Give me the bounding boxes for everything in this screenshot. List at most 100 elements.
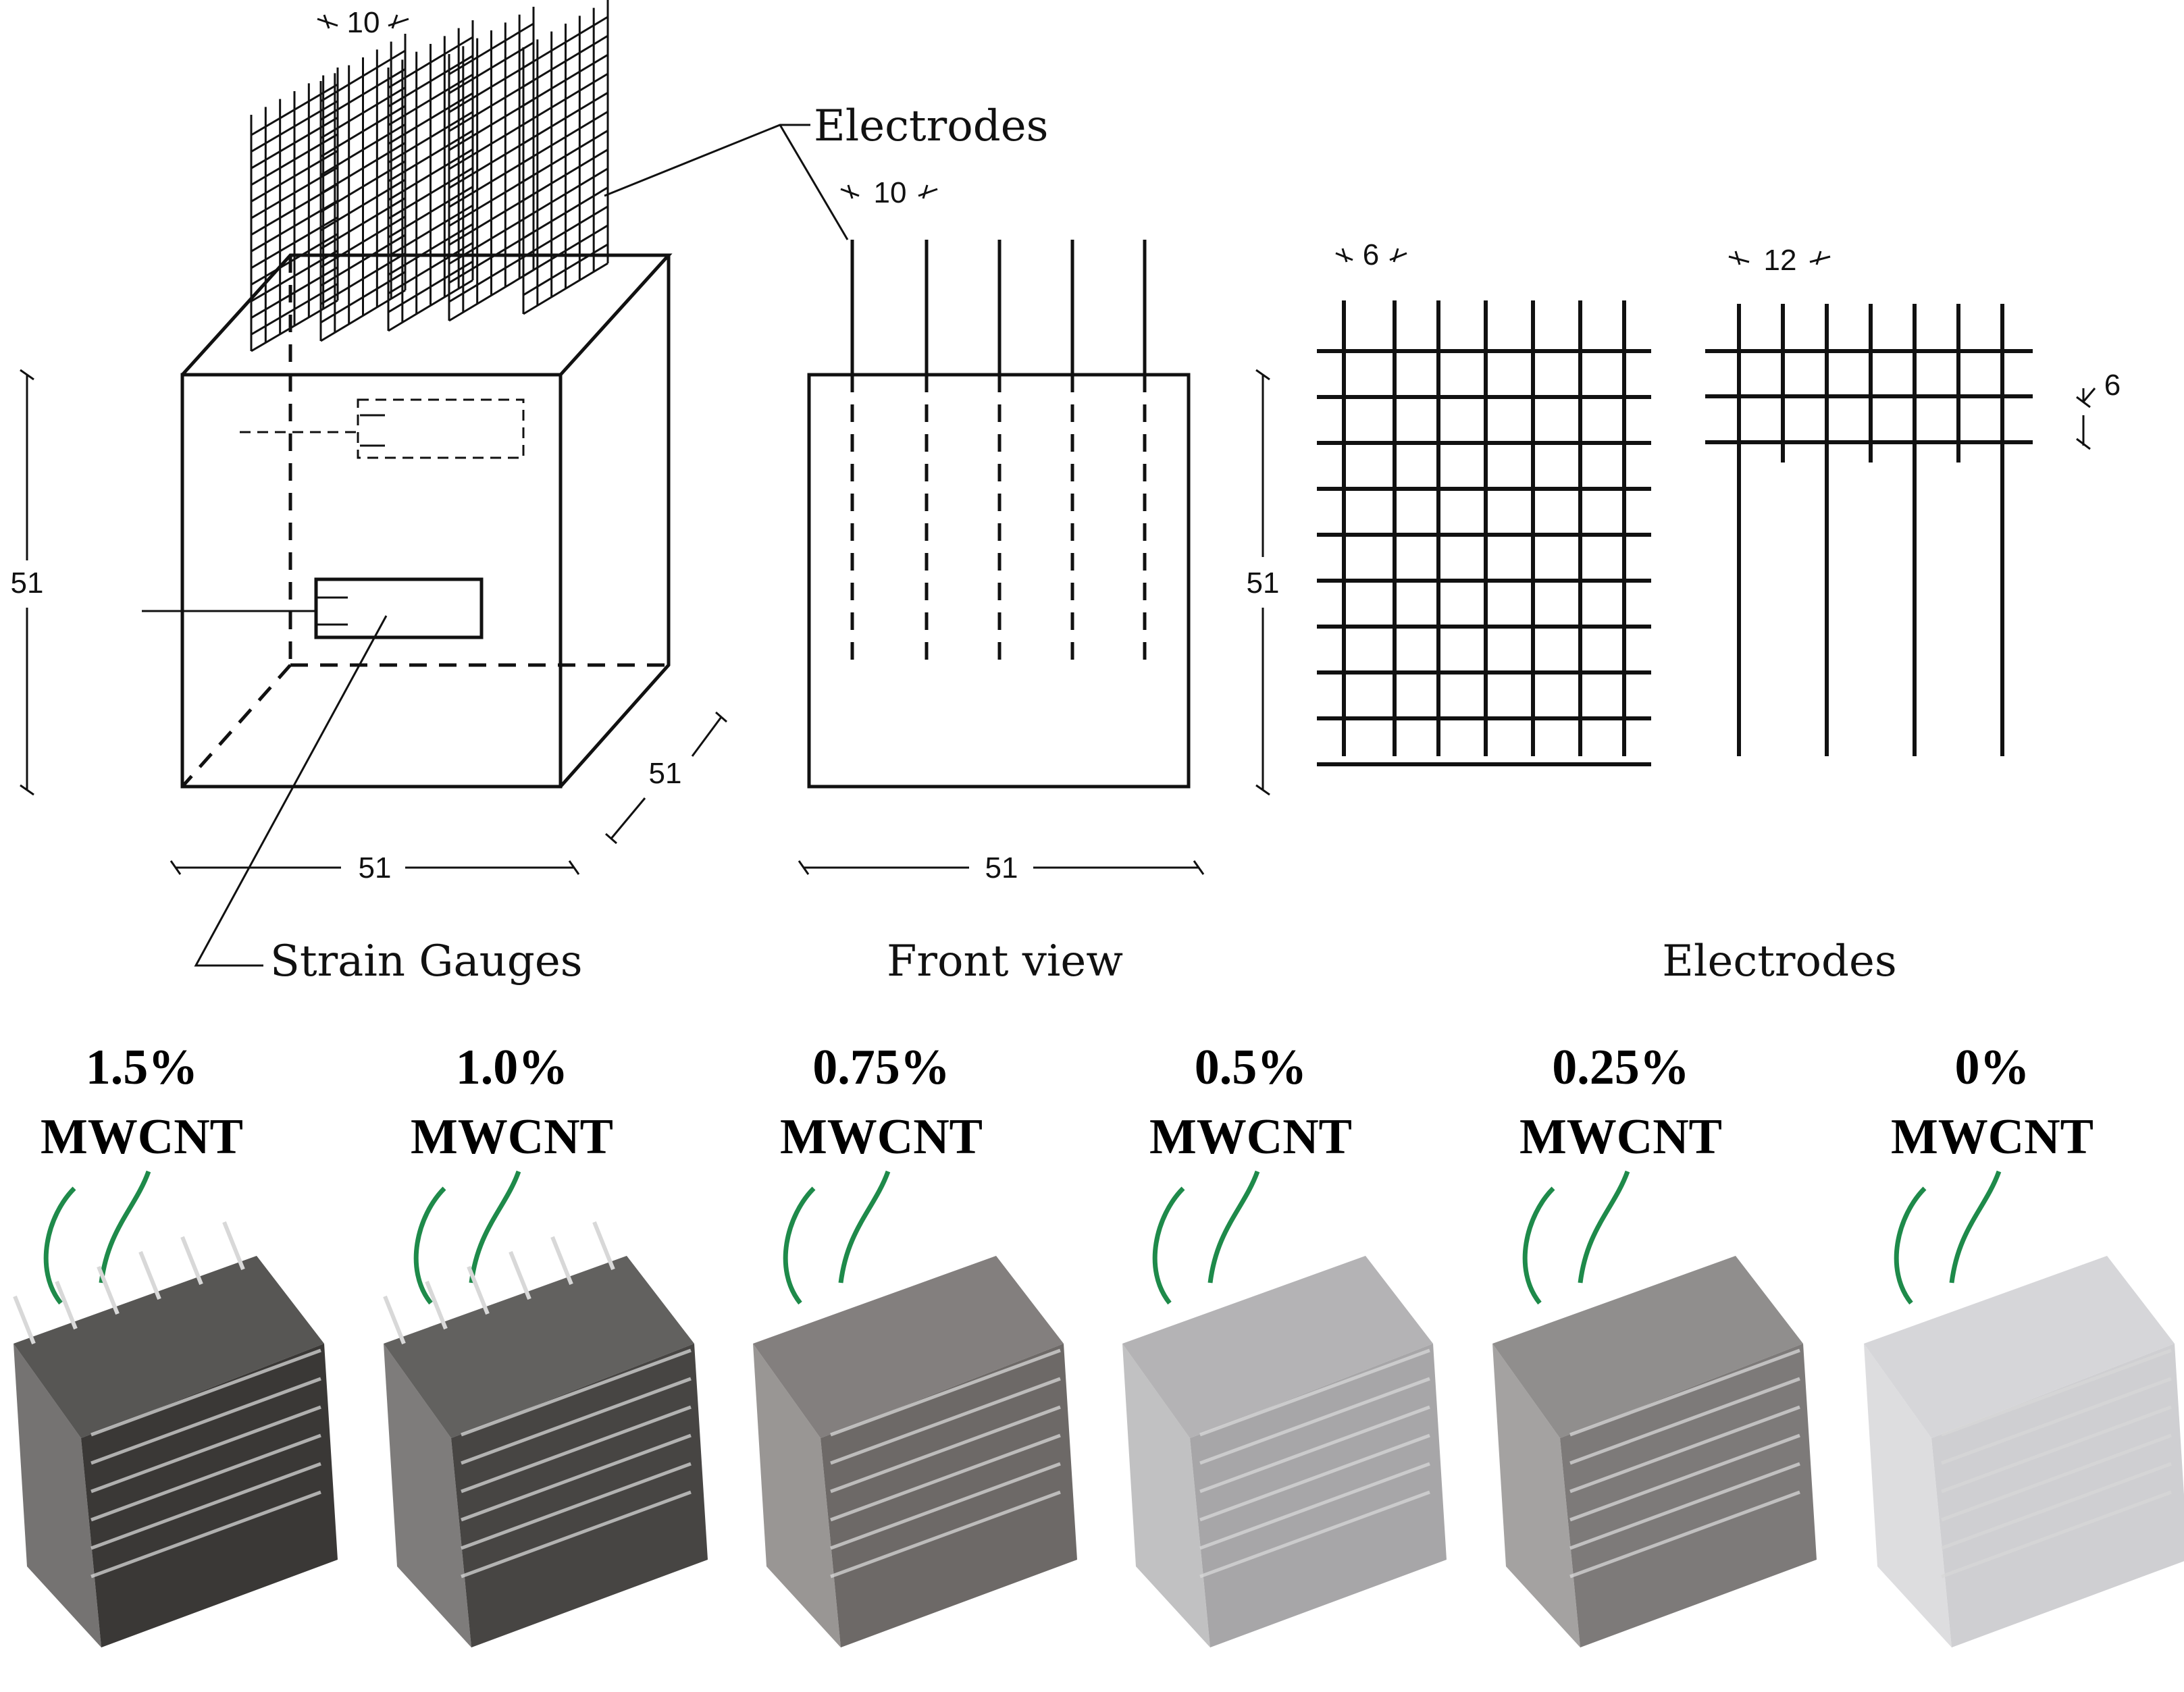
- cube-hidden-depth-edge: [181, 664, 292, 788]
- cube-front-face: [180, 373, 563, 789]
- specimen-photo: [1122, 1170, 1447, 1647]
- mesh-texture: [90, 1377, 321, 1465]
- strain-gauge-front: [314, 577, 484, 639]
- lead-wire: [1949, 1170, 2002, 1284]
- mesh-wire: [320, 49, 406, 103]
- mesh-wire: [251, 83, 338, 136]
- mesh-texture: [1199, 1462, 1430, 1550]
- mesh-texture: [1199, 1490, 1430, 1579]
- protruding-rod: [138, 1250, 161, 1300]
- mesh-wire: [388, 223, 473, 276]
- specimen-percent-label: 0.5%: [1195, 1040, 1307, 1095]
- protruding-rod: [467, 1265, 490, 1315]
- mesh-wire: [523, 149, 608, 201]
- mesh-wire: [388, 167, 473, 220]
- mesh-wire: [320, 123, 406, 176]
- mesh-wire: [320, 142, 406, 194]
- electrode-grid-6mm: [1317, 300, 1651, 766]
- dim-tick: [715, 711, 727, 723]
- protruding-rod: [55, 1280, 78, 1330]
- mesh-texture: [830, 1462, 1061, 1550]
- mesh-texture: [1569, 1348, 1800, 1437]
- mesh-texture: [90, 1462, 321, 1550]
- specimen-mwcnt-label: MWCNT: [780, 1109, 983, 1165]
- specimen-top-face: [1492, 1256, 1803, 1438]
- specimen-top-face: [14, 1256, 324, 1438]
- dim-arrow: [1809, 255, 1831, 263]
- mesh-wire: [388, 242, 473, 294]
- specimen-side-face: [81, 1344, 338, 1647]
- dim-cube-width: 51: [359, 851, 392, 884]
- dim-tick: [20, 369, 34, 381]
- protruding-rod: [425, 1280, 448, 1330]
- protruding-rod: [509, 1250, 531, 1300]
- dim-tick: [323, 14, 330, 29]
- mesh-texture: [1941, 1405, 2172, 1493]
- specimen-photo: [1492, 1170, 1817, 1647]
- specimen-top-face: [1864, 1256, 2175, 1438]
- mesh-wire: [251, 233, 338, 286]
- mesh-wire: [448, 41, 534, 95]
- dim-tick: [20, 784, 34, 796]
- mesh-texture: [461, 1462, 692, 1550]
- dim-grid-b-vertical-spacing: 6: [2104, 369, 2121, 402]
- mesh-wire: [523, 92, 608, 144]
- specimen-photo: [13, 1170, 338, 1647]
- mesh-texture: [1199, 1377, 1430, 1465]
- mesh-wire: [251, 166, 338, 219]
- mesh-wire: [523, 34, 608, 88]
- mesh-texture: [1941, 1462, 2172, 1550]
- specimen-mwcnt-label: MWCNT: [41, 1109, 243, 1165]
- mesh-texture: [1199, 1405, 1430, 1493]
- cube-right-face: [559, 255, 671, 788]
- strain-gauges-leader: [194, 615, 388, 967]
- dim-electrode-spacing-front: 10: [874, 176, 907, 209]
- mesh-wire: [523, 243, 608, 296]
- mesh-wire: [320, 68, 406, 121]
- dim-tick: [391, 14, 398, 29]
- front-view: 10 51 51 Front view: [798, 176, 1279, 986]
- mesh-texture: [1941, 1377, 2172, 1465]
- mesh-texture: [1941, 1490, 2172, 1579]
- protruding-rod: [180, 1236, 203, 1286]
- dim-arrow: [388, 18, 409, 27]
- specimen-labels: 1.5%MWCNT1.0%MWCNT0.75%MWCNT0.5%MWCNT0.2…: [41, 1040, 2094, 1165]
- dim-tick: [922, 184, 929, 199]
- dim-tick: [170, 860, 182, 875]
- mesh-texture: [830, 1405, 1061, 1493]
- mesh-wire: [523, 205, 608, 259]
- specimen-front-face: [1122, 1344, 1210, 1647]
- mesh-wire: [251, 249, 338, 302]
- mesh-texture: [90, 1490, 321, 1579]
- dim-grid-a-spacing: 6: [1363, 238, 1379, 271]
- mesh-texture: [461, 1405, 692, 1493]
- mesh-wire: [388, 74, 473, 126]
- specimen-mwcnt-label: MWCNT: [1149, 1109, 1352, 1165]
- mesh-wire: [320, 86, 406, 139]
- mesh-texture: [461, 1490, 692, 1579]
- electrodes-leader-front: [779, 124, 849, 240]
- mesh-wire: [320, 197, 406, 250]
- dim-tick: [1815, 250, 1822, 265]
- protruding-rod: [13, 1295, 36, 1345]
- mesh-wire: [388, 130, 473, 182]
- mesh-texture: [461, 1348, 692, 1437]
- dim-tick: [1393, 248, 1399, 263]
- mesh-wire: [251, 266, 338, 319]
- iso-electrode-meshes: [250, 0, 609, 352]
- mesh-wire: [448, 155, 534, 208]
- specimen-percent-label: 0%: [1955, 1040, 2030, 1095]
- electrodes-caption: Electrodes: [1662, 936, 1896, 986]
- mesh-wire: [448, 136, 534, 189]
- front-view-electrodes: [850, 240, 1147, 665]
- specimen-side-face: [1190, 1344, 1447, 1647]
- mesh-wire: [388, 36, 473, 89]
- mesh-wire: [448, 117, 534, 170]
- lead-wire: [469, 1170, 521, 1284]
- dim-front-width: 51: [985, 851, 1018, 884]
- lead-wire: [43, 1186, 76, 1305]
- mesh-wire: [320, 105, 406, 158]
- lead-wire: [1152, 1186, 1185, 1305]
- lead-wire: [1894, 1186, 1927, 1305]
- mesh-wire: [448, 79, 534, 132]
